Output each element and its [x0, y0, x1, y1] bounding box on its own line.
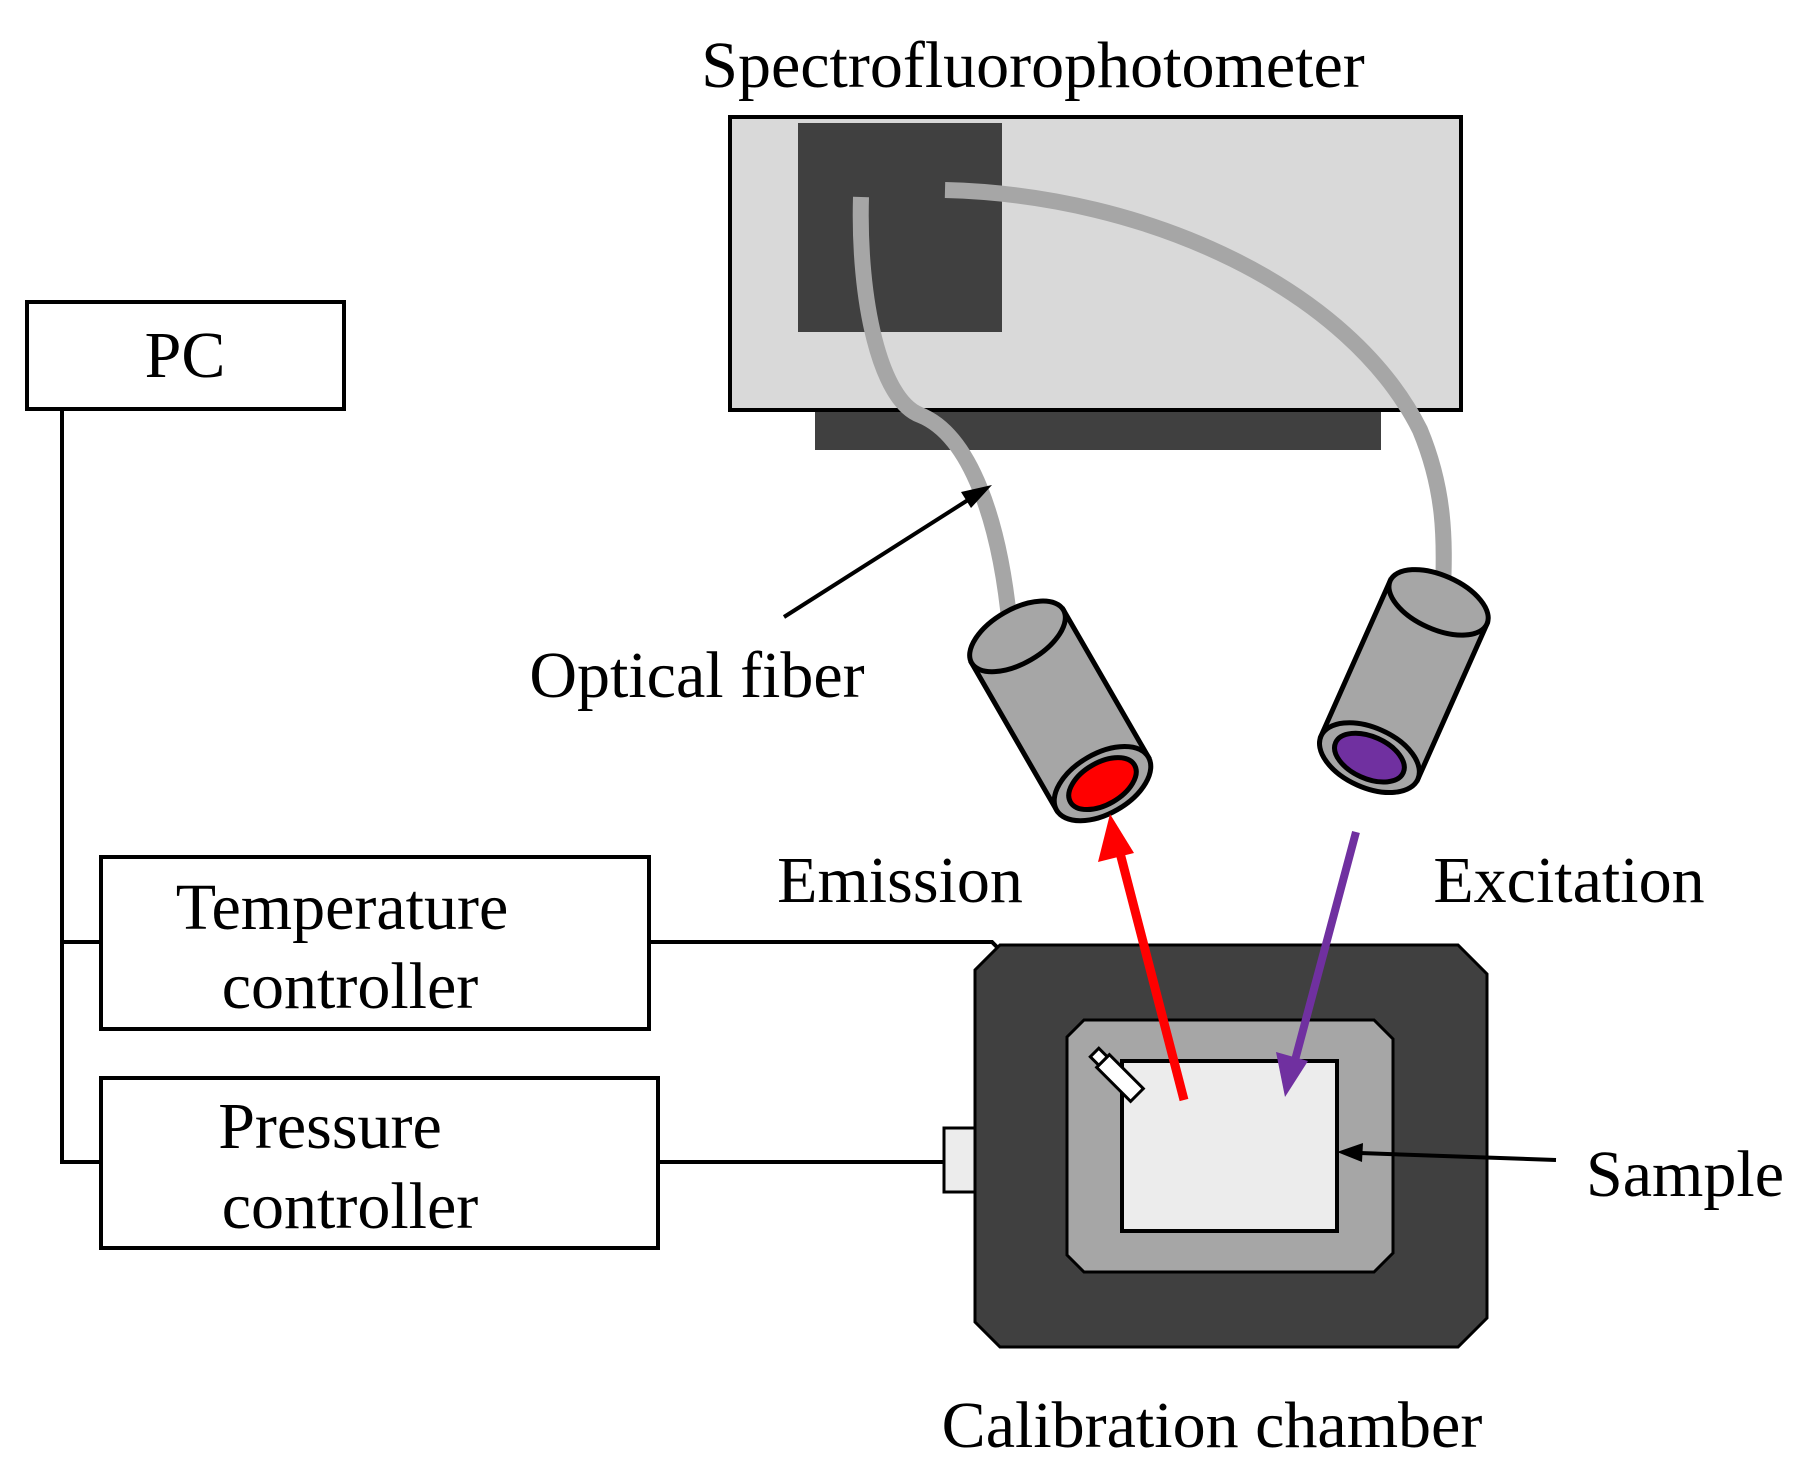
excitation-probe-icon	[1316, 567, 1491, 796]
emission-probe	[967, 598, 1154, 824]
calibration-chamber	[942, 943, 1489, 1349]
excitation-arrow	[1276, 830, 1360, 1097]
spectrofluorophotometer	[728, 115, 1463, 450]
excitation-fiber	[944, 182, 1452, 591]
pc-label: PC	[145, 319, 226, 392]
emission-label: Emission	[777, 844, 1023, 917]
emission-lens	[1066, 755, 1139, 813]
pressure-label-line2: controller	[222, 1170, 479, 1243]
temperature-controller-box	[99, 855, 651, 1031]
wiring	[60, 409, 1099, 1164]
pressure-controller-box	[99, 1076, 660, 1250]
sample	[1120, 1059, 1339, 1233]
sample-pointer-arrow	[1337, 1143, 1557, 1162]
thermocouple-probe	[1088, 1046, 1146, 1104]
excitation-lens	[1332, 730, 1407, 785]
temperature-label-line1: Temperature	[176, 871, 509, 944]
spectrofluorophotometer-label: Spectrofluorophotometer	[701, 29, 1365, 102]
pc-box	[25, 300, 346, 411]
optical-fiber-label: Optical fiber	[529, 639, 864, 712]
emission-probe-icon	[967, 598, 1154, 824]
excitation-label: Excitation	[1433, 844, 1704, 917]
fiber-pointer-arrow	[782, 485, 992, 619]
excitation-probe	[1316, 567, 1491, 796]
emission-fiber	[852, 196, 1018, 629]
optical-fibers	[852, 182, 1452, 629]
pc-bus-line	[60, 409, 101, 1164]
pressure-port	[942, 1126, 977, 1194]
emission-arrow	[1098, 814, 1189, 1102]
temperature-label-line2: controller	[222, 950, 479, 1023]
spectro-base	[815, 408, 1381, 450]
spectro-panel	[798, 123, 1002, 332]
calibration-chamber-label: Calibration chamber	[942, 1389, 1483, 1462]
pressure-label-line1: Pressure	[218, 1090, 442, 1163]
sensor-probe-icon	[1088, 1046, 1146, 1104]
sample-label: Sample	[1586, 1138, 1784, 1211]
